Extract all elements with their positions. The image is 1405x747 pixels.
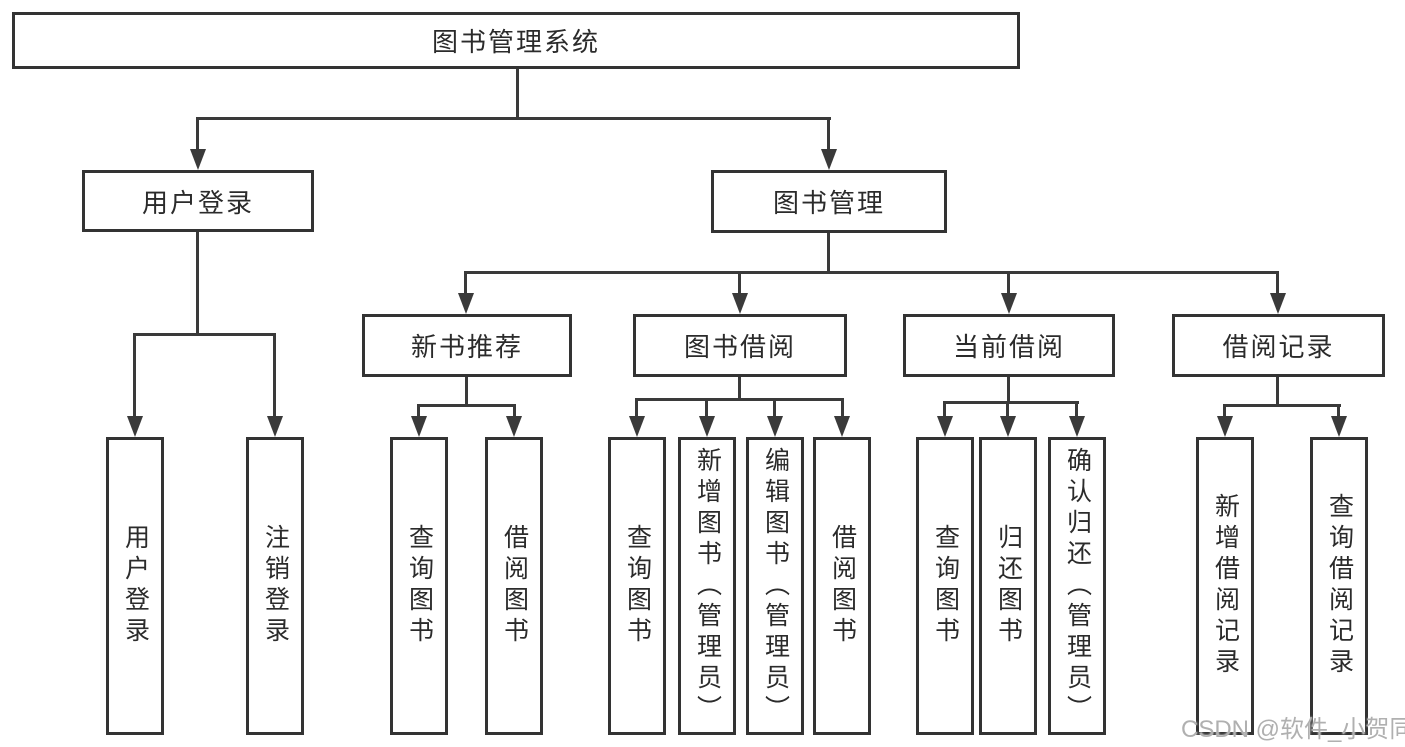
- node-label: 当前借阅: [952, 332, 1065, 362]
- leaf-query-book-under-recommendation: 查询图书: [390, 437, 448, 735]
- connector-line: [1223, 404, 1341, 407]
- node-label: 确认归还（管理员）: [1063, 446, 1092, 726]
- node-label: 借阅记录: [1222, 332, 1335, 362]
- node-label: 注销登录: [261, 524, 290, 648]
- arrowhead-down-icon: [1217, 416, 1233, 437]
- connector-line: [464, 271, 467, 293]
- leaf-confirm-return-admin: 确认归还（管理员）: [1048, 437, 1106, 735]
- node-book-management-branch: 图书管理: [711, 170, 947, 233]
- connector-line: [196, 117, 831, 120]
- connector-line: [827, 117, 830, 149]
- connector-line: [635, 398, 844, 401]
- connector-line: [196, 232, 199, 335]
- connector-line: [417, 404, 420, 417]
- connector-line: [1007, 377, 1010, 403]
- connector-line: [1006, 401, 1009, 417]
- leaf-logout: 注销登录: [246, 437, 304, 735]
- leaf-add-borrow-record: 新增借阅记录: [1196, 437, 1254, 735]
- arrowhead-down-icon: [767, 416, 783, 437]
- arrowhead-down-icon: [1331, 416, 1347, 437]
- leaf-query-book-under-current: 查询图书: [916, 437, 974, 735]
- node-borrowing-records: 借阅记录: [1172, 314, 1385, 377]
- connector-line: [516, 69, 519, 119]
- arrowhead-down-icon: [699, 416, 715, 437]
- node-label: 借阅图书: [500, 524, 529, 648]
- arrowhead-down-icon: [411, 416, 427, 437]
- connector-line: [738, 377, 741, 400]
- connector-line: [133, 333, 276, 336]
- node-library-management-system: 图书管理系统: [12, 12, 1020, 69]
- arrowhead-down-icon: [1000, 416, 1016, 437]
- connector-line: [1276, 271, 1279, 293]
- arrowhead-down-icon: [1069, 416, 1085, 437]
- connector-line: [738, 271, 741, 293]
- leaf-query-borrow-record: 查询借阅记录: [1310, 437, 1368, 735]
- arrowhead-down-icon: [127, 416, 143, 437]
- arrowhead-down-icon: [821, 149, 837, 170]
- node-label: 查询图书: [623, 524, 652, 648]
- node-book-borrowing: 图书借阅: [633, 314, 847, 377]
- node-user-login-branch: 用户登录: [82, 170, 314, 232]
- connector-line: [133, 333, 136, 417]
- connector-line: [1075, 401, 1078, 417]
- arrowhead-down-icon: [834, 416, 850, 437]
- arrowhead-down-icon: [629, 416, 645, 437]
- leaf-borrow-book-under-recommendation: 借阅图书: [485, 437, 543, 735]
- connector-line: [841, 398, 844, 417]
- leaf-borrow-book-under-borrowing: 借阅图书: [813, 437, 871, 735]
- connector-line: [464, 271, 1279, 274]
- arrowhead-down-icon: [506, 416, 522, 437]
- node-label: 新增图书（管理员）: [693, 446, 722, 726]
- connector-line: [705, 398, 708, 417]
- leaf-add-book-admin: 新增图书（管理员）: [678, 437, 736, 735]
- node-label: 归还图书: [994, 524, 1023, 648]
- connector-line: [1007, 271, 1010, 293]
- node-label: 图书管理系统: [431, 27, 600, 57]
- arrowhead-down-icon: [732, 293, 748, 314]
- csdn-watermark: CSDN @软件_小贺同学: [1181, 716, 1405, 743]
- connector-line: [1223, 404, 1226, 417]
- arrowhead-down-icon: [937, 416, 953, 437]
- connector-line: [635, 398, 638, 417]
- connector-line: [417, 404, 516, 407]
- node-label: 用户登录: [141, 187, 254, 218]
- leaf-return-book: 归还图书: [979, 437, 1037, 735]
- node-new-book-recommendation: 新书推荐: [362, 314, 572, 377]
- node-label: 图书借阅: [683, 332, 796, 362]
- arrowhead-down-icon: [267, 416, 283, 437]
- node-label: 新书推荐: [410, 332, 523, 362]
- connector-line: [1337, 404, 1340, 417]
- node-label: 新增借阅记录: [1211, 493, 1240, 679]
- connector-line: [465, 377, 468, 406]
- connector-line: [827, 233, 830, 273]
- leaf-user-login: 用户登录: [106, 437, 164, 735]
- node-label: 图书管理: [772, 188, 885, 218]
- leaf-query-book-under-borrowing: 查询图书: [608, 437, 666, 735]
- node-label: 查询借阅记录: [1325, 493, 1354, 679]
- arrowhead-down-icon: [1270, 293, 1286, 314]
- node-label: 借阅图书: [828, 524, 857, 648]
- leaf-edit-book-admin: 编辑图书（管理员）: [746, 437, 804, 735]
- node-label: 查询图书: [405, 524, 434, 648]
- connector-line: [943, 401, 946, 417]
- node-current-borrowing: 当前借阅: [903, 314, 1115, 377]
- connector-line: [943, 401, 1079, 404]
- arrowhead-down-icon: [190, 149, 206, 170]
- connector-line: [196, 117, 199, 149]
- node-label: 编辑图书（管理员）: [761, 446, 790, 726]
- node-label: 用户登录: [121, 524, 150, 648]
- connector-line: [1276, 377, 1279, 406]
- connector-line: [513, 404, 516, 417]
- arrowhead-down-icon: [1001, 293, 1017, 314]
- connector-line: [273, 333, 276, 417]
- arrowhead-down-icon: [458, 293, 474, 314]
- connector-line: [773, 398, 776, 417]
- node-label: 查询图书: [931, 524, 960, 648]
